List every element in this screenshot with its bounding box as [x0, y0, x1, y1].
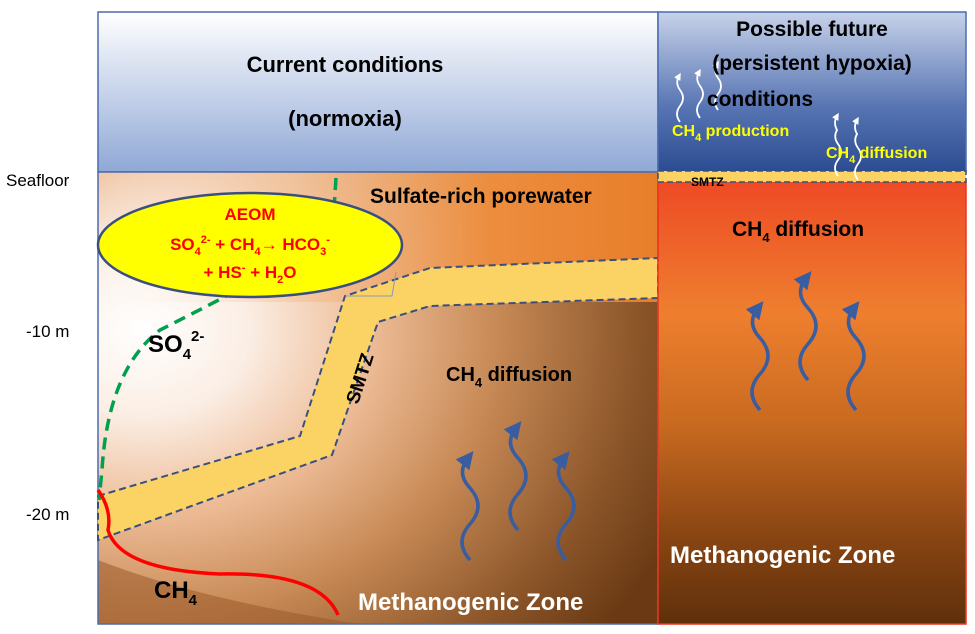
ch4-label: CH4	[154, 577, 198, 609]
depth-label-10m: -10 m	[26, 322, 69, 341]
aeom-equation-line1: SO42- + CH4→ HCO3-	[170, 234, 330, 258]
depth-label-20m: -20 m	[26, 505, 69, 524]
so4-label: SO42-	[148, 328, 204, 363]
smtz-band-right	[657, 170, 967, 183]
aeom-title: AEOM	[225, 205, 276, 224]
right-sediment	[657, 180, 967, 625]
ch4-diffusion-arrows-left	[455, 421, 576, 562]
ch4-diffusion-label-water: CH4 diffusion	[826, 145, 927, 166]
left-water-column	[97, 11, 659, 173]
depth-label-seafloor: Seafloor	[6, 171, 70, 190]
wavy-arrow-icon	[455, 451, 480, 562]
methanogenic-zone-label-right: Methanogenic Zone	[670, 542, 895, 569]
wavy-arrow-icon	[503, 421, 528, 532]
ch4-diffusion-label-left: CH4 diffusion	[446, 364, 572, 390]
aeom-equation-line2: + HS- + H2O	[204, 262, 297, 286]
white-wavy-arrow-icon	[674, 72, 684, 123]
wavy-arrow-icon	[745, 301, 770, 412]
ch4-concentration-line	[96, 488, 340, 616]
wavy-arrow-icon	[551, 451, 576, 562]
ch4-escape-arrows	[674, 60, 862, 181]
right-title-line3: conditions	[707, 88, 813, 111]
right-water-column	[657, 11, 967, 173]
right-title-line2: (persistent hypoxia)	[712, 52, 912, 75]
left-title-line1: Current conditions	[247, 52, 444, 77]
ch4-production-label: CH4 production	[672, 123, 789, 144]
wavy-arrow-icon	[841, 301, 866, 412]
left-title-line2: (normoxia)	[288, 106, 402, 131]
right-title-line1: Possible future	[736, 18, 888, 41]
white-wavy-arrow-icon	[712, 60, 722, 111]
smtz-label-right: SMTZ	[691, 175, 724, 189]
aeom-ellipse	[96, 191, 404, 299]
sulfate-rich-label: Sulfate-rich porewater	[370, 185, 592, 208]
methanogenic-zone-label-left: Methanogenic Zone	[358, 589, 583, 616]
white-wavy-arrow-icon	[694, 68, 704, 119]
ch4-diffusion-label-right: CH4 diffusion	[732, 218, 864, 245]
aeom-connector	[345, 271, 397, 297]
white-wavy-arrow-icon	[852, 116, 862, 181]
ch4-diffusion-arrows-right	[745, 271, 866, 412]
white-wavy-arrow-icon	[832, 112, 842, 177]
wavy-arrow-icon	[793, 271, 818, 382]
